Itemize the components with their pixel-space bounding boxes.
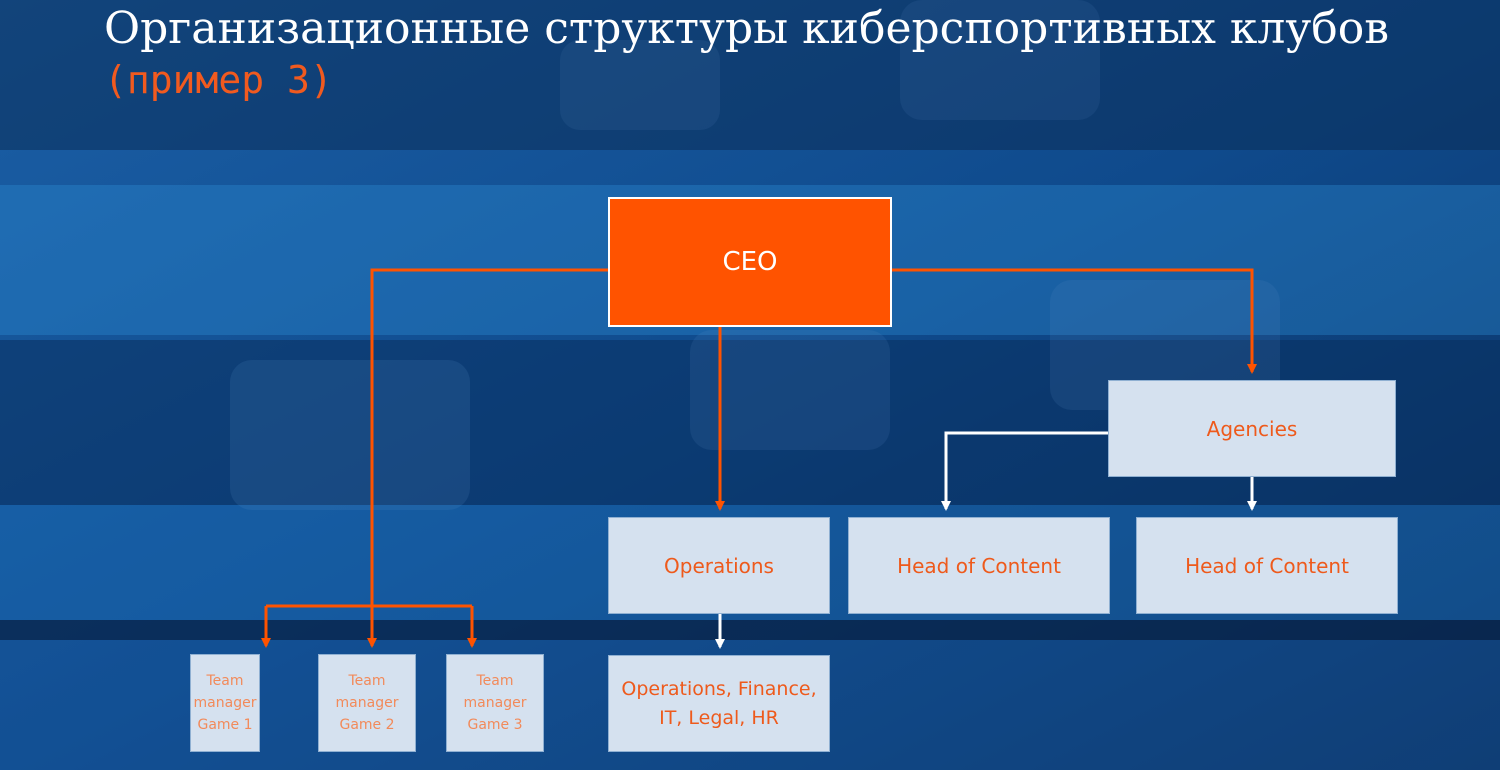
node-departments: Operations, Finance, IT, Legal, HR [608,655,830,752]
node-agencies: Agencies [1108,380,1396,477]
node-team-manager-3: Team manager Game 3 [446,654,544,752]
node-team-manager-2-label: Team manager Game 2 [335,673,399,733]
node-head-of-content-right: Head of Content [1136,517,1398,614]
node-team-manager-2: Team manager Game 2 [318,654,416,752]
title-accent: (пример 3) [104,58,333,102]
node-operations-label: Operations [664,553,774,578]
node-operations: Operations [608,517,830,614]
node-team-manager-3-label: Team manager Game 3 [463,673,527,733]
node-ceo-label: CEO [722,247,778,277]
connector-ceo-agencies [892,268,1257,374]
connector-ceo-teams [367,268,608,648]
node-team-manager-1: Team manager Game 1 [190,654,260,752]
node-ceo: CEO [608,197,892,327]
node-departments-label: Operations, Finance, IT, Legal, HR [621,677,817,729]
connector-agencies-content-left [941,431,1108,511]
node-agencies-label: Agencies [1206,416,1298,441]
node-head-of-content-right-label: Head of Content [1185,553,1349,578]
node-head-of-content-left-label: Head of Content [897,553,1061,578]
node-head-of-content-left: Head of Content [848,517,1110,614]
slide-title: Организационные структуры киберспортивны… [104,4,1424,105]
title-main: Организационные структуры киберспортивны… [104,3,1389,54]
node-team-manager-1-label: Team manager Game 1 [193,673,257,733]
